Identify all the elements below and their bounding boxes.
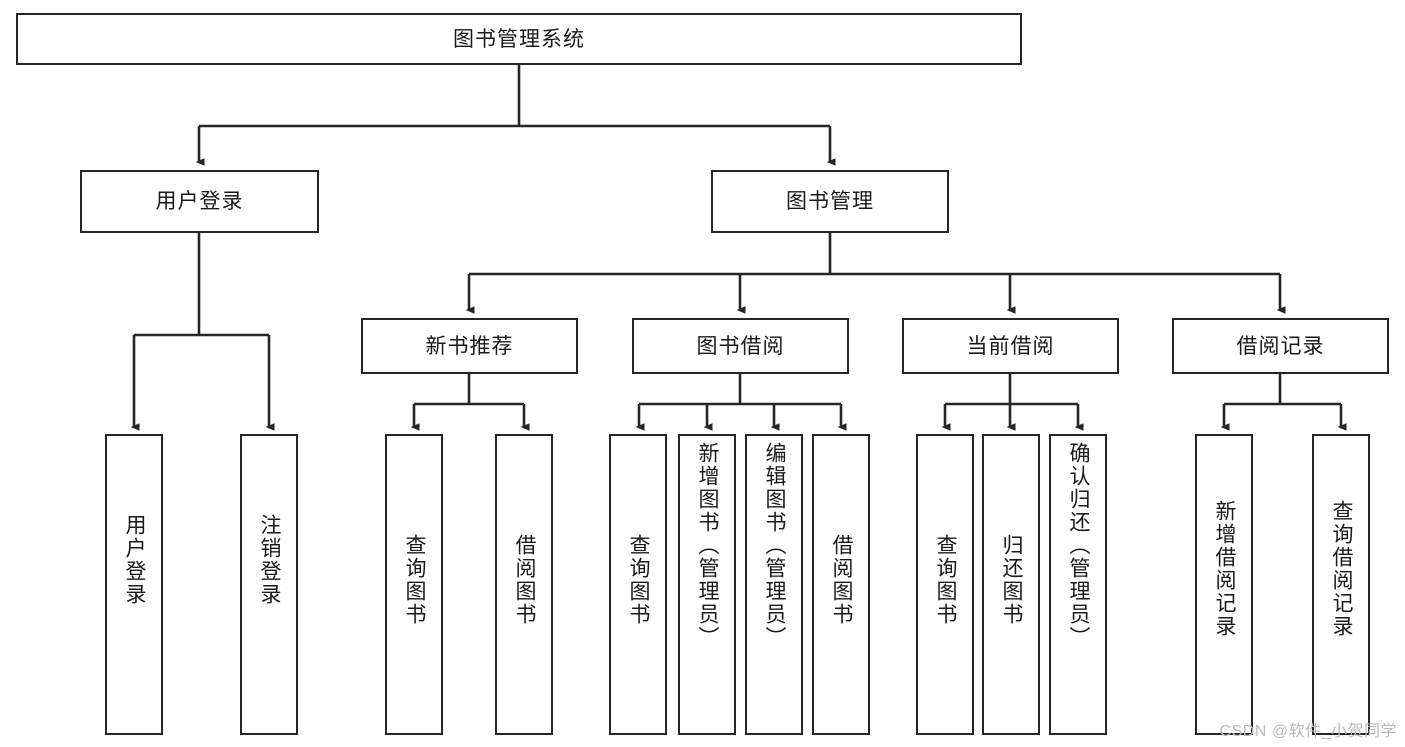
node-leaf-query-book-1[interactable]: 查询图书 [385, 434, 443, 735]
node-leaf-logout[interactable]: 注销登录 [240, 434, 298, 735]
node-leaf-add-book[interactable]: 新增图书（管理员） [678, 434, 736, 735]
node-current-borrow[interactable]: 当前借阅 [902, 318, 1119, 374]
node-leaf-query-book-3[interactable]: 查询图书 [916, 434, 974, 735]
node-user-login[interactable]: 用户登录 [80, 170, 319, 233]
node-label: 查询借阅记录 [1329, 500, 1353, 638]
node-label: 用户登录 [122, 514, 146, 606]
node-label: 借阅图书 [512, 534, 536, 626]
node-leaf-query-record[interactable]: 查询借阅记录 [1312, 434, 1370, 735]
node-new-book-recommend[interactable]: 新书推荐 [361, 318, 578, 374]
node-label: 注销登录 [257, 514, 281, 606]
node-label: 编辑图书（管理员） [762, 442, 786, 649]
node-leaf-confirm-return[interactable]: 确认归还（管理员） [1049, 434, 1107, 735]
node-label: 新增借阅记录 [1212, 500, 1236, 638]
node-leaf-borrow-book-2[interactable]: 借阅图书 [812, 434, 870, 735]
node-label: 图书管理 [786, 190, 874, 213]
node-leaf-edit-book[interactable]: 编辑图书（管理员） [745, 434, 803, 735]
node-label: 当前借阅 [966, 334, 1055, 358]
node-leaf-borrow-book-1[interactable]: 借阅图书 [495, 434, 553, 735]
node-label: 图书借阅 [696, 334, 785, 358]
node-label: 查询图书 [933, 534, 957, 626]
node-leaf-return-book[interactable]: 归还图书 [982, 434, 1040, 735]
node-label: 归还图书 [999, 534, 1023, 626]
node-borrow-record[interactable]: 借阅记录 [1172, 318, 1389, 374]
node-label: 图书管理系统 [453, 27, 585, 51]
node-leaf-add-record[interactable]: 新增借阅记录 [1195, 434, 1253, 735]
node-label: 新书推荐 [425, 334, 514, 358]
node-label: 查询图书 [626, 534, 650, 626]
node-label: 新增图书（管理员） [695, 442, 719, 649]
node-label: 确认归还（管理员） [1066, 442, 1090, 649]
node-leaf-user-login[interactable]: 用户登录 [105, 434, 163, 735]
node-root-book-management-system[interactable]: 图书管理系统 [16, 13, 1022, 65]
node-label: 查询图书 [402, 534, 426, 626]
node-book-manage[interactable]: 图书管理 [711, 170, 949, 233]
node-label: 借阅图书 [829, 534, 853, 626]
node-book-borrow[interactable]: 图书借阅 [632, 318, 849, 374]
node-label: 借阅记录 [1236, 334, 1325, 358]
node-leaf-query-book-2[interactable]: 查询图书 [609, 434, 667, 735]
node-label: 用户登录 [155, 190, 244, 213]
